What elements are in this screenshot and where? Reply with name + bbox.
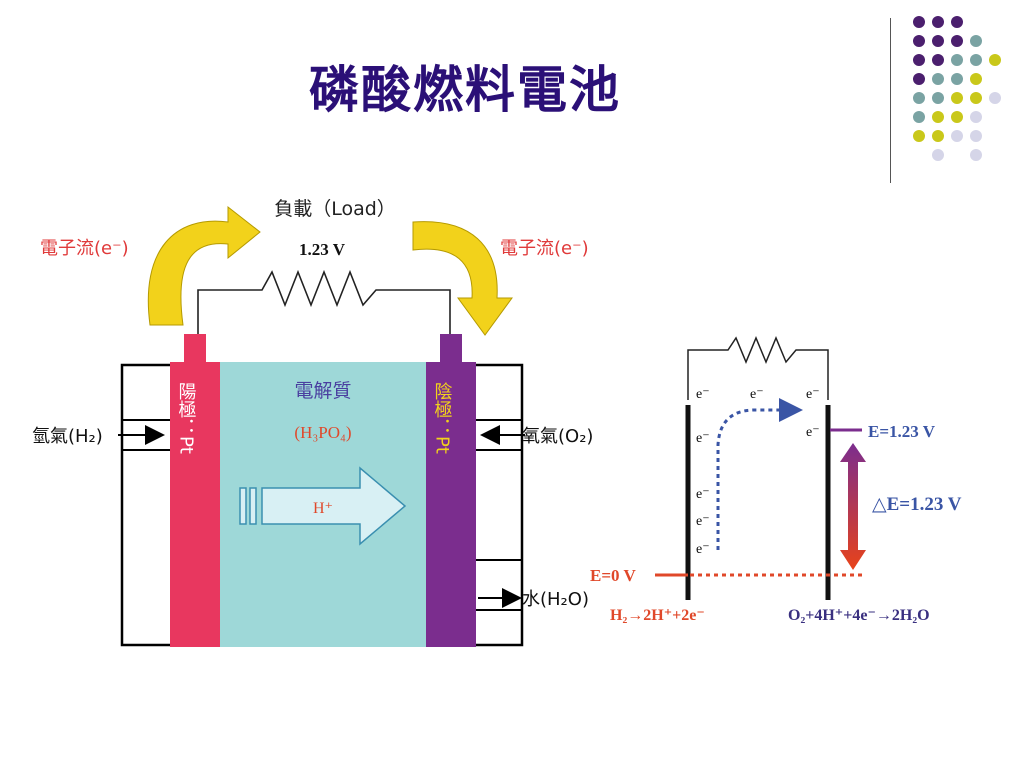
electron-label: e⁻ xyxy=(696,387,710,402)
proton-flow-arrow xyxy=(239,466,407,546)
cathode-electrode xyxy=(426,362,476,647)
electrolyte-label: 電解質 xyxy=(294,380,351,402)
electron-flow-label-left: 電子流(e⁻) xyxy=(40,238,129,259)
anode-terminal xyxy=(184,334,206,364)
electron-label: e⁻ xyxy=(750,387,764,402)
anode-label: 陽極：Pt xyxy=(176,382,197,454)
electron-label: e⁻ xyxy=(806,425,820,440)
electron-flow-arrow-left xyxy=(147,205,261,326)
anode-gas-channel xyxy=(120,363,170,647)
load-wire-resistor xyxy=(197,269,451,334)
anode-electrode xyxy=(170,362,220,647)
electron-label: e⁻ xyxy=(696,514,710,529)
decorative-dot-grid xyxy=(913,16,1001,161)
electron-path-dotted xyxy=(716,398,803,550)
cathode-terminal xyxy=(440,334,462,364)
electron-label: e⁻ xyxy=(696,431,710,446)
decorative-divider xyxy=(890,18,891,183)
proton-label: H⁺ xyxy=(313,500,333,517)
electron-label: e⁻ xyxy=(696,542,710,557)
delta-e-arrow xyxy=(840,443,866,570)
high-level-label: E=1.23 V xyxy=(868,422,936,441)
low-level-label: E=0 V xyxy=(590,566,636,585)
electron-label: e⁻ xyxy=(806,387,820,402)
water-output-label: 水(H₂O) xyxy=(522,589,589,610)
electron-label: e⁻ xyxy=(696,487,710,502)
energy-diagram-load-wire xyxy=(687,336,829,400)
electrolyte-formula: (H₃PO₄) xyxy=(294,423,351,442)
cathode-label: 陰極：Pt xyxy=(432,382,453,454)
load-label: 負載（Load） xyxy=(274,198,396,220)
hydrogen-input-label: 氫氣(H₂) xyxy=(32,426,103,447)
anode-reaction: H₂→2H⁺+2e⁻ xyxy=(610,607,705,624)
cathode-gas-channel xyxy=(475,363,524,647)
electron-flow-arrow-right xyxy=(412,221,513,336)
voltage-label: 1.23 V xyxy=(299,240,346,259)
slide-title: 磷酸燃料電池 xyxy=(309,60,621,119)
cathode-reaction: O₂+4H⁺+4e⁻→2H₂O xyxy=(788,607,930,624)
oxygen-input-label: 氧氣(O₂) xyxy=(522,426,593,447)
electron-flow-label-right: 電子流(e⁻) xyxy=(500,238,589,259)
delta-e-label: △E=1.23 V xyxy=(872,494,962,515)
